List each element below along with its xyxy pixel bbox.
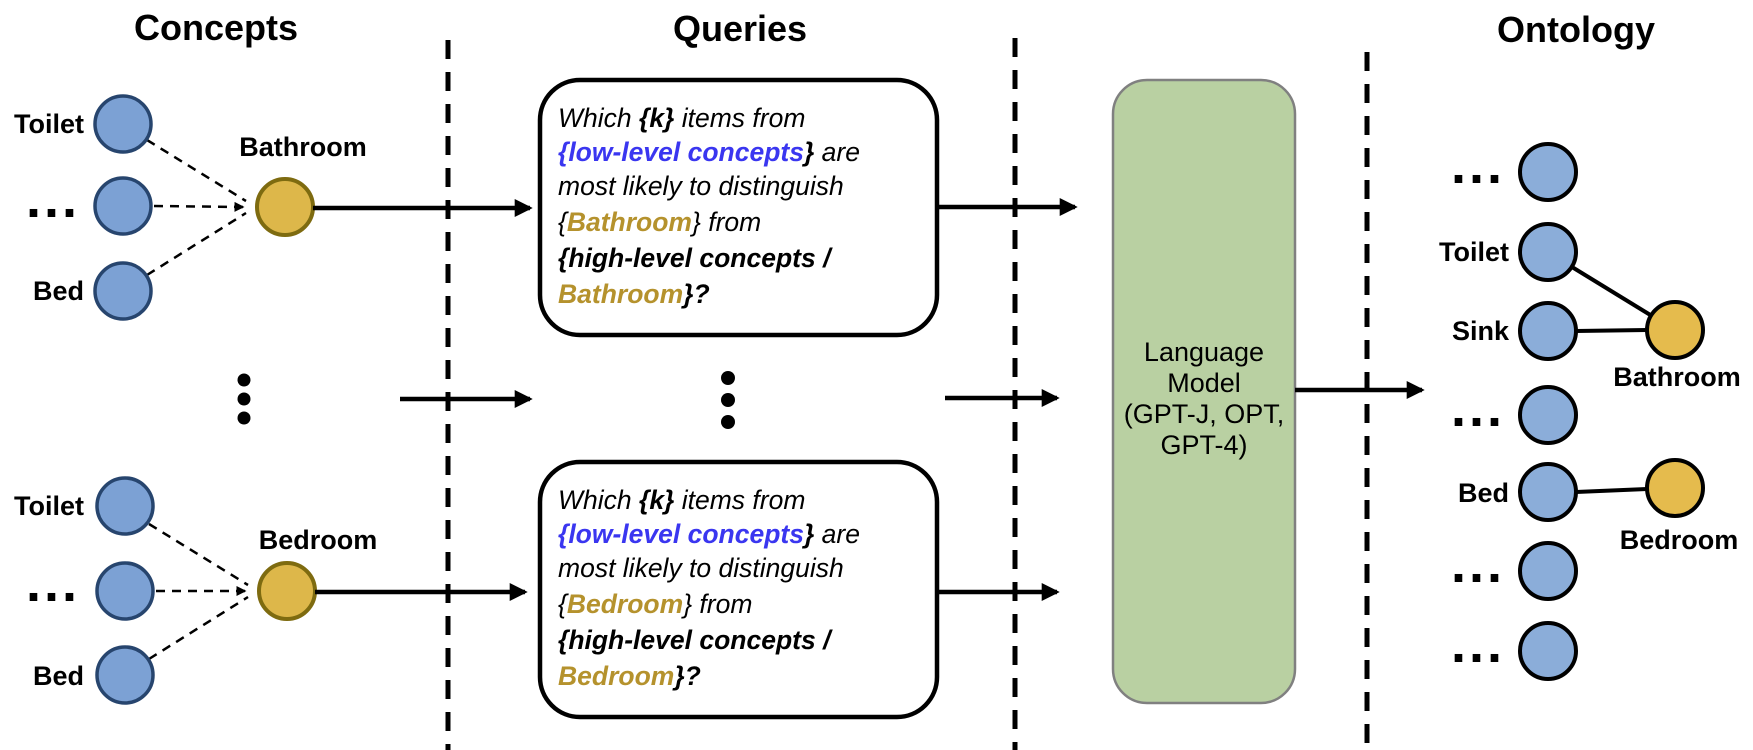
ontology-node-bedroom — [1645, 458, 1705, 518]
query-line: Bedroom}? — [558, 661, 701, 691]
language-model-text: Model — [1167, 368, 1241, 398]
dashed-edge — [148, 595, 249, 661]
concept-node-ellipsis — [93, 176, 153, 236]
query-line: {low-level concepts} are — [558, 137, 860, 167]
concept-node-ellipsis — [95, 561, 155, 621]
ontology-label-ellipsis: ... — [1451, 614, 1505, 674]
concept-label-bed: Bed — [33, 276, 84, 306]
ontology-label-sink: Sink — [1452, 316, 1510, 346]
query-line: {low-level concepts} are — [558, 519, 860, 549]
ontology-label-bathroom: Bathroom — [1613, 362, 1741, 392]
ontology-node-bathroom — [1645, 300, 1705, 360]
query-line: most likely to distinguish — [558, 171, 844, 201]
ontology-node-bed — [1518, 462, 1578, 522]
concept-node-bed — [93, 261, 153, 321]
concepts-title: Concepts — [134, 7, 298, 48]
ontology-graph: ... Toilet Sink ... Bed ... ... Bathroom… — [1439, 135, 1741, 681]
edge-sink-bathroom — [1575, 328, 1648, 333]
queries-title: Queries — [673, 8, 807, 49]
ontology-node-ellipsis — [1518, 385, 1578, 445]
vertical-ellipsis-queries — [721, 371, 735, 429]
ontology-label-ellipsis: ... — [1451, 135, 1505, 195]
ontology-node-sink — [1518, 301, 1578, 361]
ontology-node-ellipsis — [1518, 541, 1578, 601]
concept-node-bed — [95, 645, 155, 705]
ellipsis-dot — [237, 373, 251, 387]
ontology-label-toilet: Toilet — [1439, 237, 1509, 267]
ellipsis-dot — [721, 371, 735, 385]
ontology-node-ellipsis — [1518, 621, 1578, 681]
concept-node-toilet — [93, 94, 153, 154]
language-model-text: (GPT-J, OPT, — [1124, 399, 1285, 429]
ontology-label-bed: Bed — [1458, 478, 1509, 508]
ontology-node-toilet — [1518, 222, 1578, 282]
ellipsis-dot — [237, 392, 251, 406]
query-line: {high-level concepts / — [558, 625, 833, 655]
query-box-bedroom: Which {k} items from {low-level concepts… — [537, 459, 1060, 720]
query-box-bathroom: Which {k} items from {low-level concepts… — [537, 77, 1078, 338]
concepts-group-bedroom: Toilet ... Bed Bedroom — [14, 476, 528, 705]
ontology-node-ellipsis — [1518, 142, 1578, 202]
dashed-edge — [146, 211, 247, 277]
concept-node-bedroom — [257, 561, 317, 621]
ellipsis-dot — [721, 393, 735, 407]
edge-toilet-bathroom — [1570, 265, 1654, 318]
concept-label-toilet: Toilet — [14, 109, 84, 139]
query-box — [537, 459, 940, 720]
language-model-text: Language — [1144, 337, 1264, 367]
query-line: {high-level concepts / — [558, 243, 833, 273]
query-line: Which {k} items from — [558, 485, 805, 515]
dashed-edge — [148, 522, 249, 587]
language-model: Language Model (GPT-J, OPT, GPT-4) — [1111, 78, 1425, 705]
query-line: most likely to distinguish — [558, 553, 844, 583]
ontology-title: Ontology — [1497, 9, 1655, 50]
ellipsis-dot — [721, 415, 735, 429]
concepts-group-bathroom: Toilet ... Bed Bathroom — [14, 94, 533, 321]
edge-bed-bedroom — [1575, 487, 1648, 494]
ontology-label-ellipsis: ... — [1451, 378, 1505, 438]
query-line: {Bedroom} from — [558, 589, 752, 619]
dashed-edge — [146, 138, 247, 203]
vertical-ellipsis-concepts — [237, 373, 251, 425]
concept-label-bed: Bed — [33, 661, 84, 691]
ontology-label-ellipsis: ... — [1451, 534, 1505, 594]
ellipsis-dot — [237, 411, 251, 425]
dashed-edge-arrow — [153, 201, 245, 212]
concept-node-toilet — [95, 476, 155, 536]
query-line: Which {k} items from — [558, 103, 805, 133]
query-line: {Bathroom} from — [558, 207, 761, 237]
language-model-text: GPT-4) — [1160, 430, 1247, 460]
concept-label-ellipsis: ... — [26, 169, 80, 229]
concept-label-toilet: Toilet — [14, 491, 84, 521]
concept-node-bathroom — [255, 177, 315, 237]
concept-label-bathroom: Bathroom — [239, 132, 367, 162]
concept-label-ellipsis: ... — [26, 553, 80, 613]
ontology-label-bedroom: Bedroom — [1620, 525, 1739, 555]
query-line: Bathroom}? — [558, 279, 710, 309]
concept-label-bedroom: Bedroom — [259, 525, 378, 555]
